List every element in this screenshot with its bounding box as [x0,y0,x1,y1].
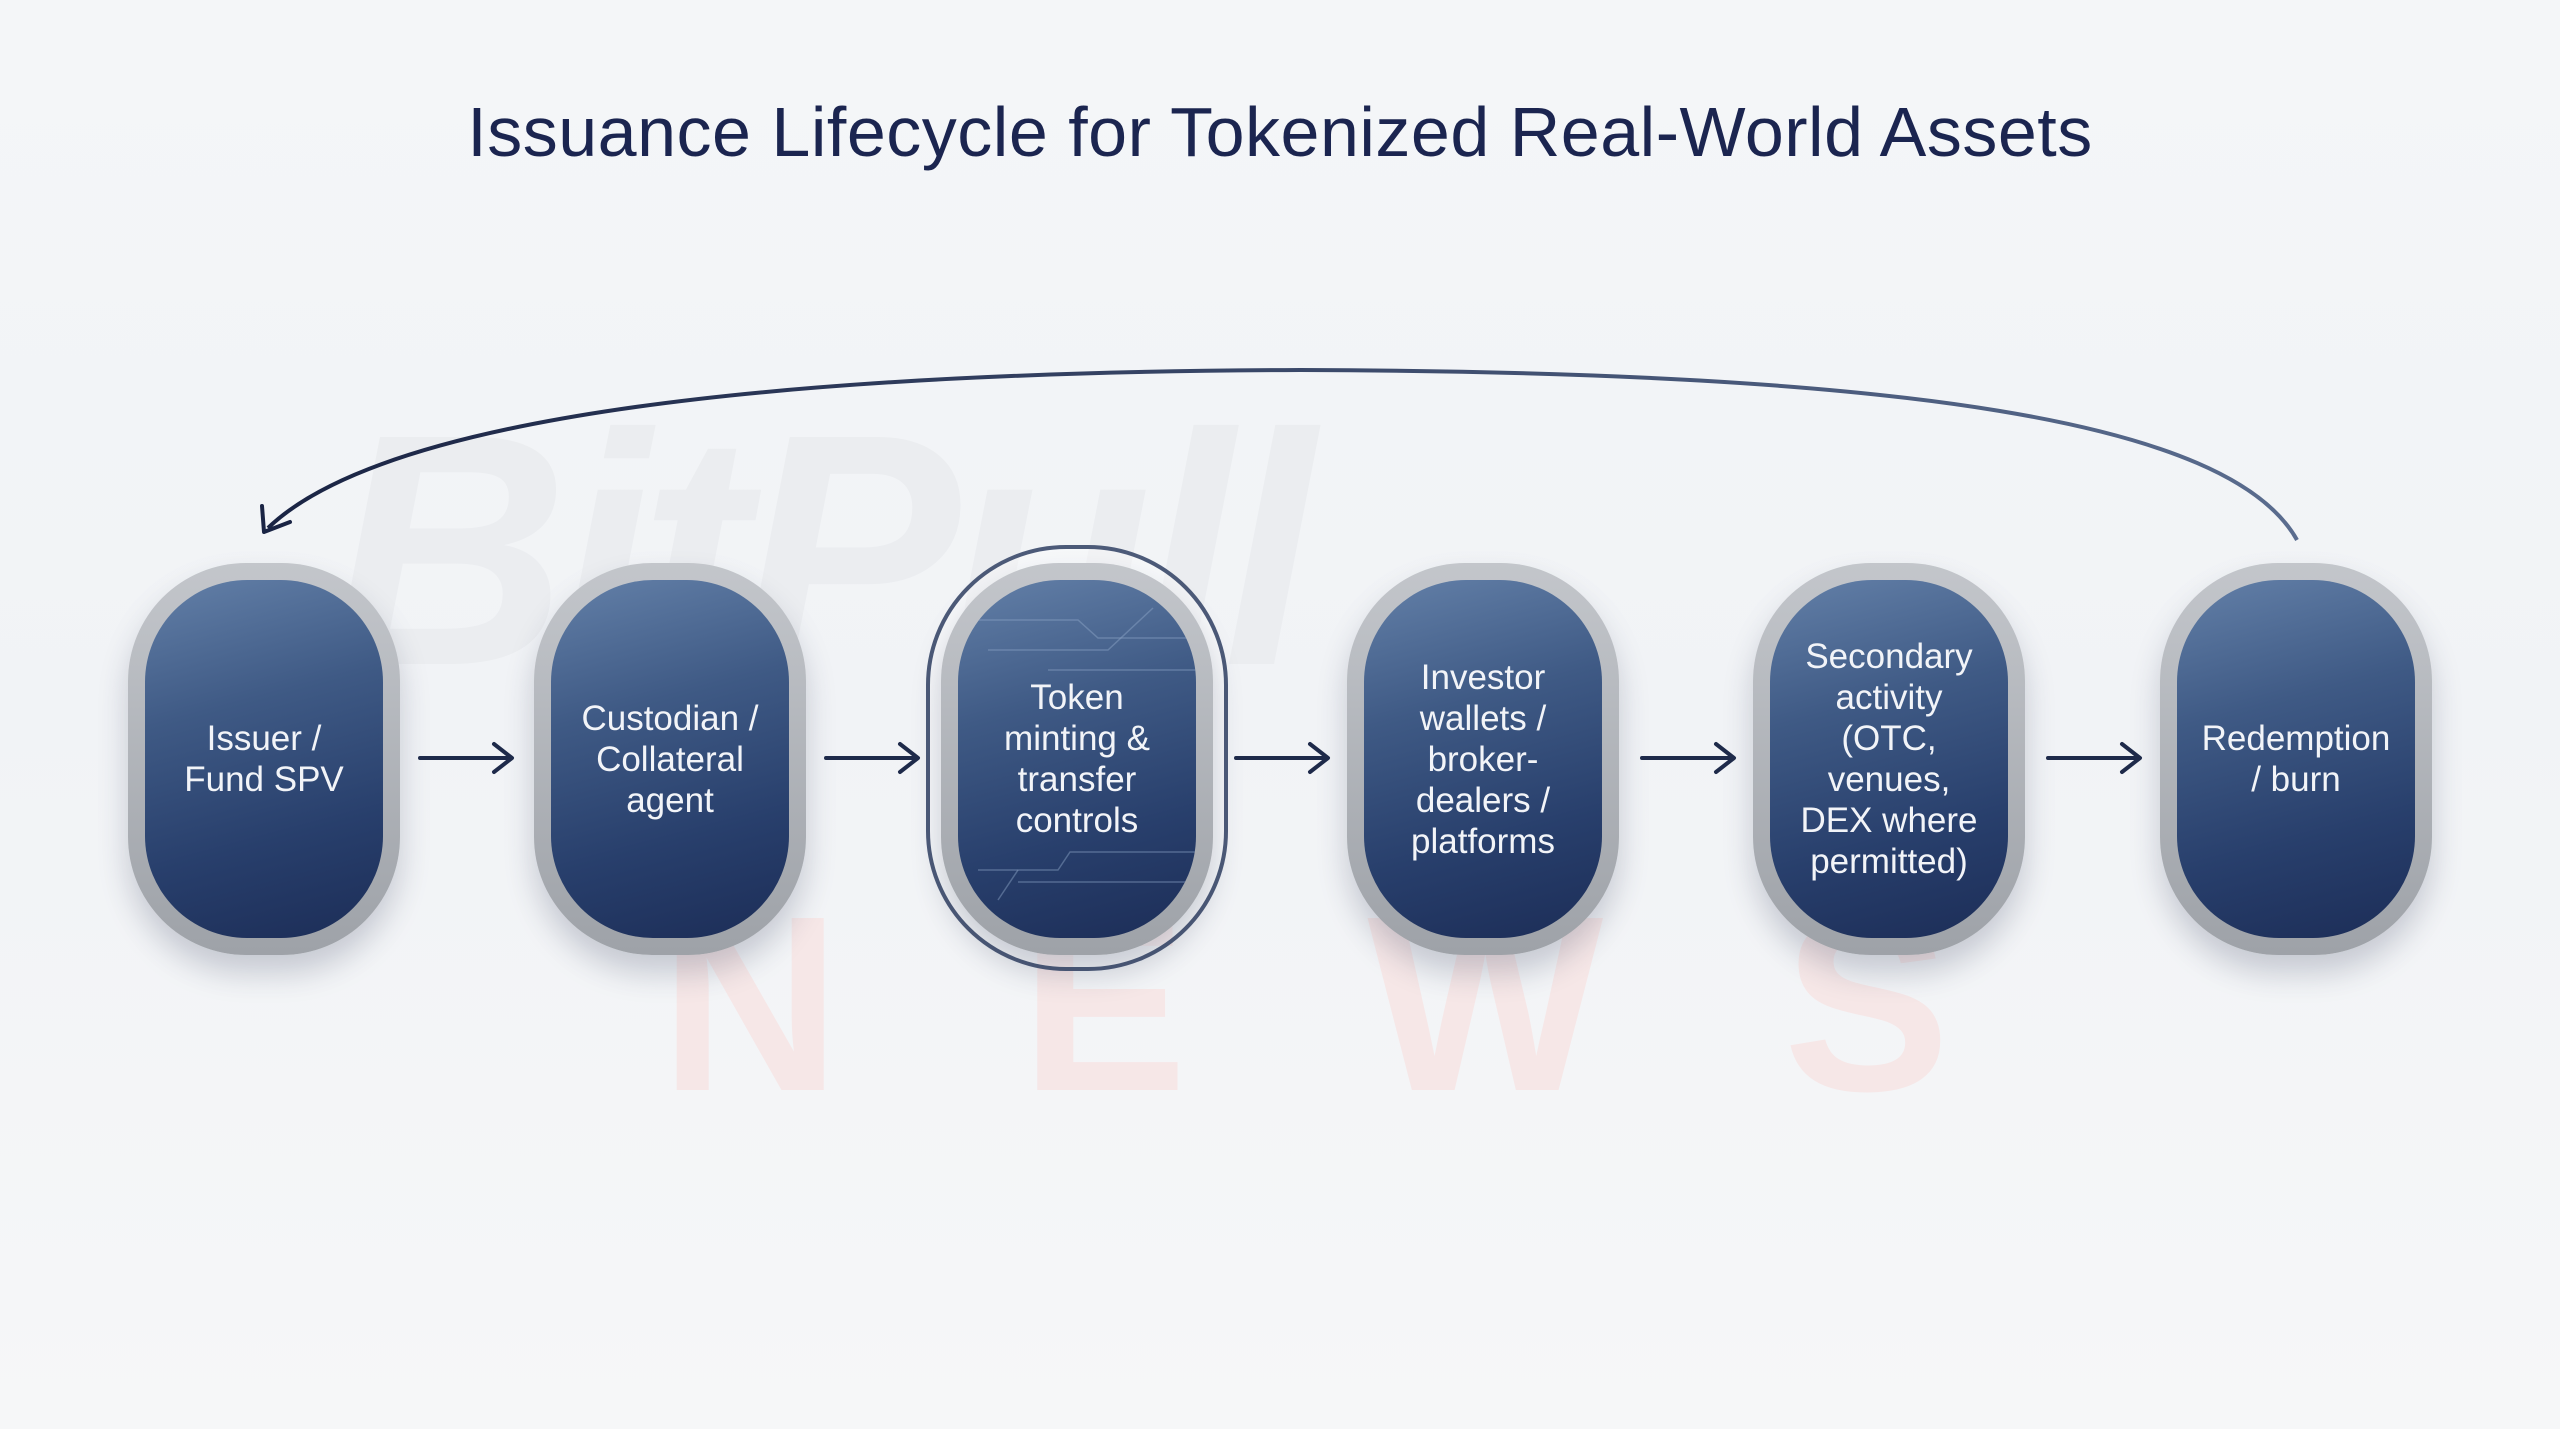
node-label: Issuer / Fund SPV [184,719,344,799]
arrow-right-icon [1234,742,1330,774]
node-token-minting: Token minting & transfer controls [941,563,1213,955]
diagram-title: Issuance Lifecycle for Tokenized Real-Wo… [467,93,2093,171]
arrow-right-icon [1640,742,1736,774]
node-label: Secondary activity (OTC, venues, DEX whe… [1800,637,1978,881]
node-label: Redemption / burn [2201,719,2391,799]
node-label: Custodian / Collateral agent [581,698,759,820]
node-secondary-activity: Secondary activity (OTC, venues, DEX whe… [1753,563,2025,955]
arrow-right-icon [824,742,920,774]
node-label: Investor wallets / broker- dealers / pla… [1411,657,1555,861]
node-investor-wallets: Investor wallets / broker- dealers / pla… [1347,563,1619,955]
arrow-right-icon [2046,742,2142,774]
node-redemption: Redemption / burn [2160,563,2432,955]
node-issuer: Issuer / Fund SPV [128,563,400,955]
node-label: Token minting & transfer controls [1004,678,1150,840]
arrow-right-icon [418,742,514,774]
node-custodian: Custodian / Collateral agent [534,563,806,955]
circuit-pattern-icon [968,607,1196,901]
